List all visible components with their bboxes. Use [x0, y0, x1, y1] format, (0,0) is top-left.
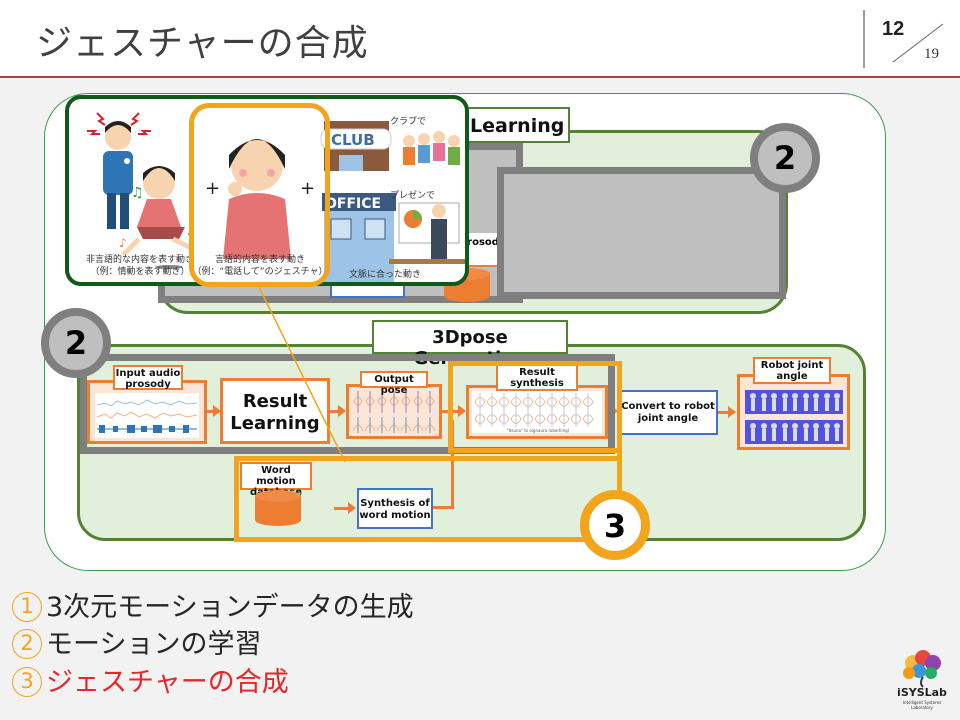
learning-highlight-frame: [80, 354, 615, 454]
word-motion-connector-horizontal: [433, 506, 453, 509]
step-badge-synthesis: 3: [580, 490, 650, 560]
page-current: 12: [882, 18, 905, 40]
slide-title: ジェスチャーの合成: [36, 23, 369, 64]
office-building-illustration: OFFICE: [322, 193, 396, 282]
robot-pose-figure: [802, 423, 810, 441]
robot-pose-figure: [791, 423, 799, 441]
robot-pose-figure: [802, 393, 810, 411]
step-badge-learning: 2: [750, 123, 820, 193]
step-badge-generation: 2: [41, 308, 111, 378]
step-number-circle: 3: [12, 667, 42, 697]
word-motion-database-label: Word motion database: [240, 462, 312, 498]
presenter-illustration: [389, 202, 465, 264]
convert-robot-joint-box: Convert to robot joint angle: [618, 390, 718, 435]
logo-subtitle: Intelligent Systems Laboratory: [902, 700, 942, 710]
page-total: 19: [924, 46, 939, 62]
step-text: ジェスチャーの合成: [46, 667, 289, 698]
angry-man-illustration: [87, 112, 151, 229]
robot-pose-figure: [833, 393, 841, 411]
step-number-circle: 2: [12, 629, 42, 659]
robot-pose-figure: [749, 423, 757, 441]
phone-gesture-woman-illustration: [223, 139, 291, 259]
header-divider: [863, 10, 865, 68]
robot-joint-label: Robot joint angle: [753, 357, 831, 384]
svg-text:CLUB: CLUB: [331, 131, 375, 149]
synthesis-highlight-frame-top: [448, 361, 622, 453]
robot-pose-figure: [770, 423, 778, 441]
plus-sign: +: [205, 178, 221, 199]
robot-pose-figure: [823, 393, 831, 411]
gesture-illustrations: ♫ ♪ ♪ CLUB OFFICE: [87, 112, 465, 282]
contextual-motion-caption: 文脈に合った動き: [348, 270, 421, 280]
step-text: 3次元モーションデータの生成: [46, 592, 414, 623]
step-number-circle: 1: [12, 592, 42, 622]
verbal-motion-caption: 言語的内容を表す動き （例：“電話して”のジェスチャ）: [192, 255, 328, 277]
word-motion-database-icon: [255, 490, 301, 526]
verbal-gesture-highlight: [189, 103, 330, 287]
robot-pose-figure: [812, 423, 820, 441]
nonverbal-motion-caption: 非言語的な内容を表す動き （例：情動を表す動き）: [85, 255, 194, 277]
result-synthesis-figures: [472, 391, 602, 433]
output-pose-label: Output pose: [360, 371, 428, 396]
svg-text:OFFICE: OFFICE: [325, 196, 381, 212]
masked-block-right: [497, 167, 786, 299]
isyslab-logo-icon: [903, 650, 941, 688]
result-synthesis-label: Result synthesis: [496, 364, 578, 391]
gesture-types-popup: ♫ ♪ ♪ CLUB OFFICE: [65, 95, 469, 286]
robot-pose-figure: [781, 423, 789, 441]
plus-sign: +: [300, 178, 316, 199]
arrow-db-to-word-synthesis: [334, 502, 356, 514]
synthesis-highlight-frame-right: [617, 361, 622, 536]
robot-pose-strip: [745, 390, 843, 414]
robot-pose-figure: [791, 393, 799, 411]
slide-header: [0, 0, 960, 78]
club-building-illustration: CLUB: [320, 121, 392, 171]
presentation-context-label: プレゼンで: [390, 191, 436, 201]
robot-pose-figure: [760, 393, 768, 411]
robot-pose-figure: [781, 393, 789, 411]
arrow-audio-to-learning: [207, 405, 221, 417]
arrow-convert-to-robot: [718, 406, 736, 418]
result-synthesis-caption: "Itsuna" to oignaura (oberhing): [506, 428, 570, 433]
step-text: モーションの学習: [46, 629, 262, 660]
output-pose-figures: [352, 391, 436, 433]
audio-prosody-chart: [95, 393, 199, 438]
input-audio-label: Input audio prosody: [113, 365, 183, 390]
robot-pose-figure: [812, 393, 820, 411]
robot-pose-strip: [745, 420, 843, 444]
club-context-label: クラブで: [390, 117, 427, 127]
robot-pose-figure: [823, 423, 831, 441]
logo-name: iSYSLab: [897, 686, 947, 699]
robot-pose-figure: [760, 423, 768, 441]
synthesis-word-motion-box: Synthesis of word motion: [357, 488, 433, 529]
result-synthesis-box: [466, 385, 608, 439]
robot-pose-figure: [833, 423, 841, 441]
word-motion-connector-vertical: [451, 420, 454, 509]
svg-text:♪: ♪: [119, 236, 127, 250]
dancing-group-illustration: [403, 131, 460, 165]
generation-section-label: 3Dpose Generation: [372, 320, 568, 369]
dancing-girl-illustration: ♫ ♪ ♪: [119, 166, 195, 269]
svg-text:♫: ♫: [131, 185, 144, 201]
page-slash: [892, 23, 944, 62]
robot-pose-figure: [770, 393, 778, 411]
robot-pose-figure: [749, 393, 757, 411]
